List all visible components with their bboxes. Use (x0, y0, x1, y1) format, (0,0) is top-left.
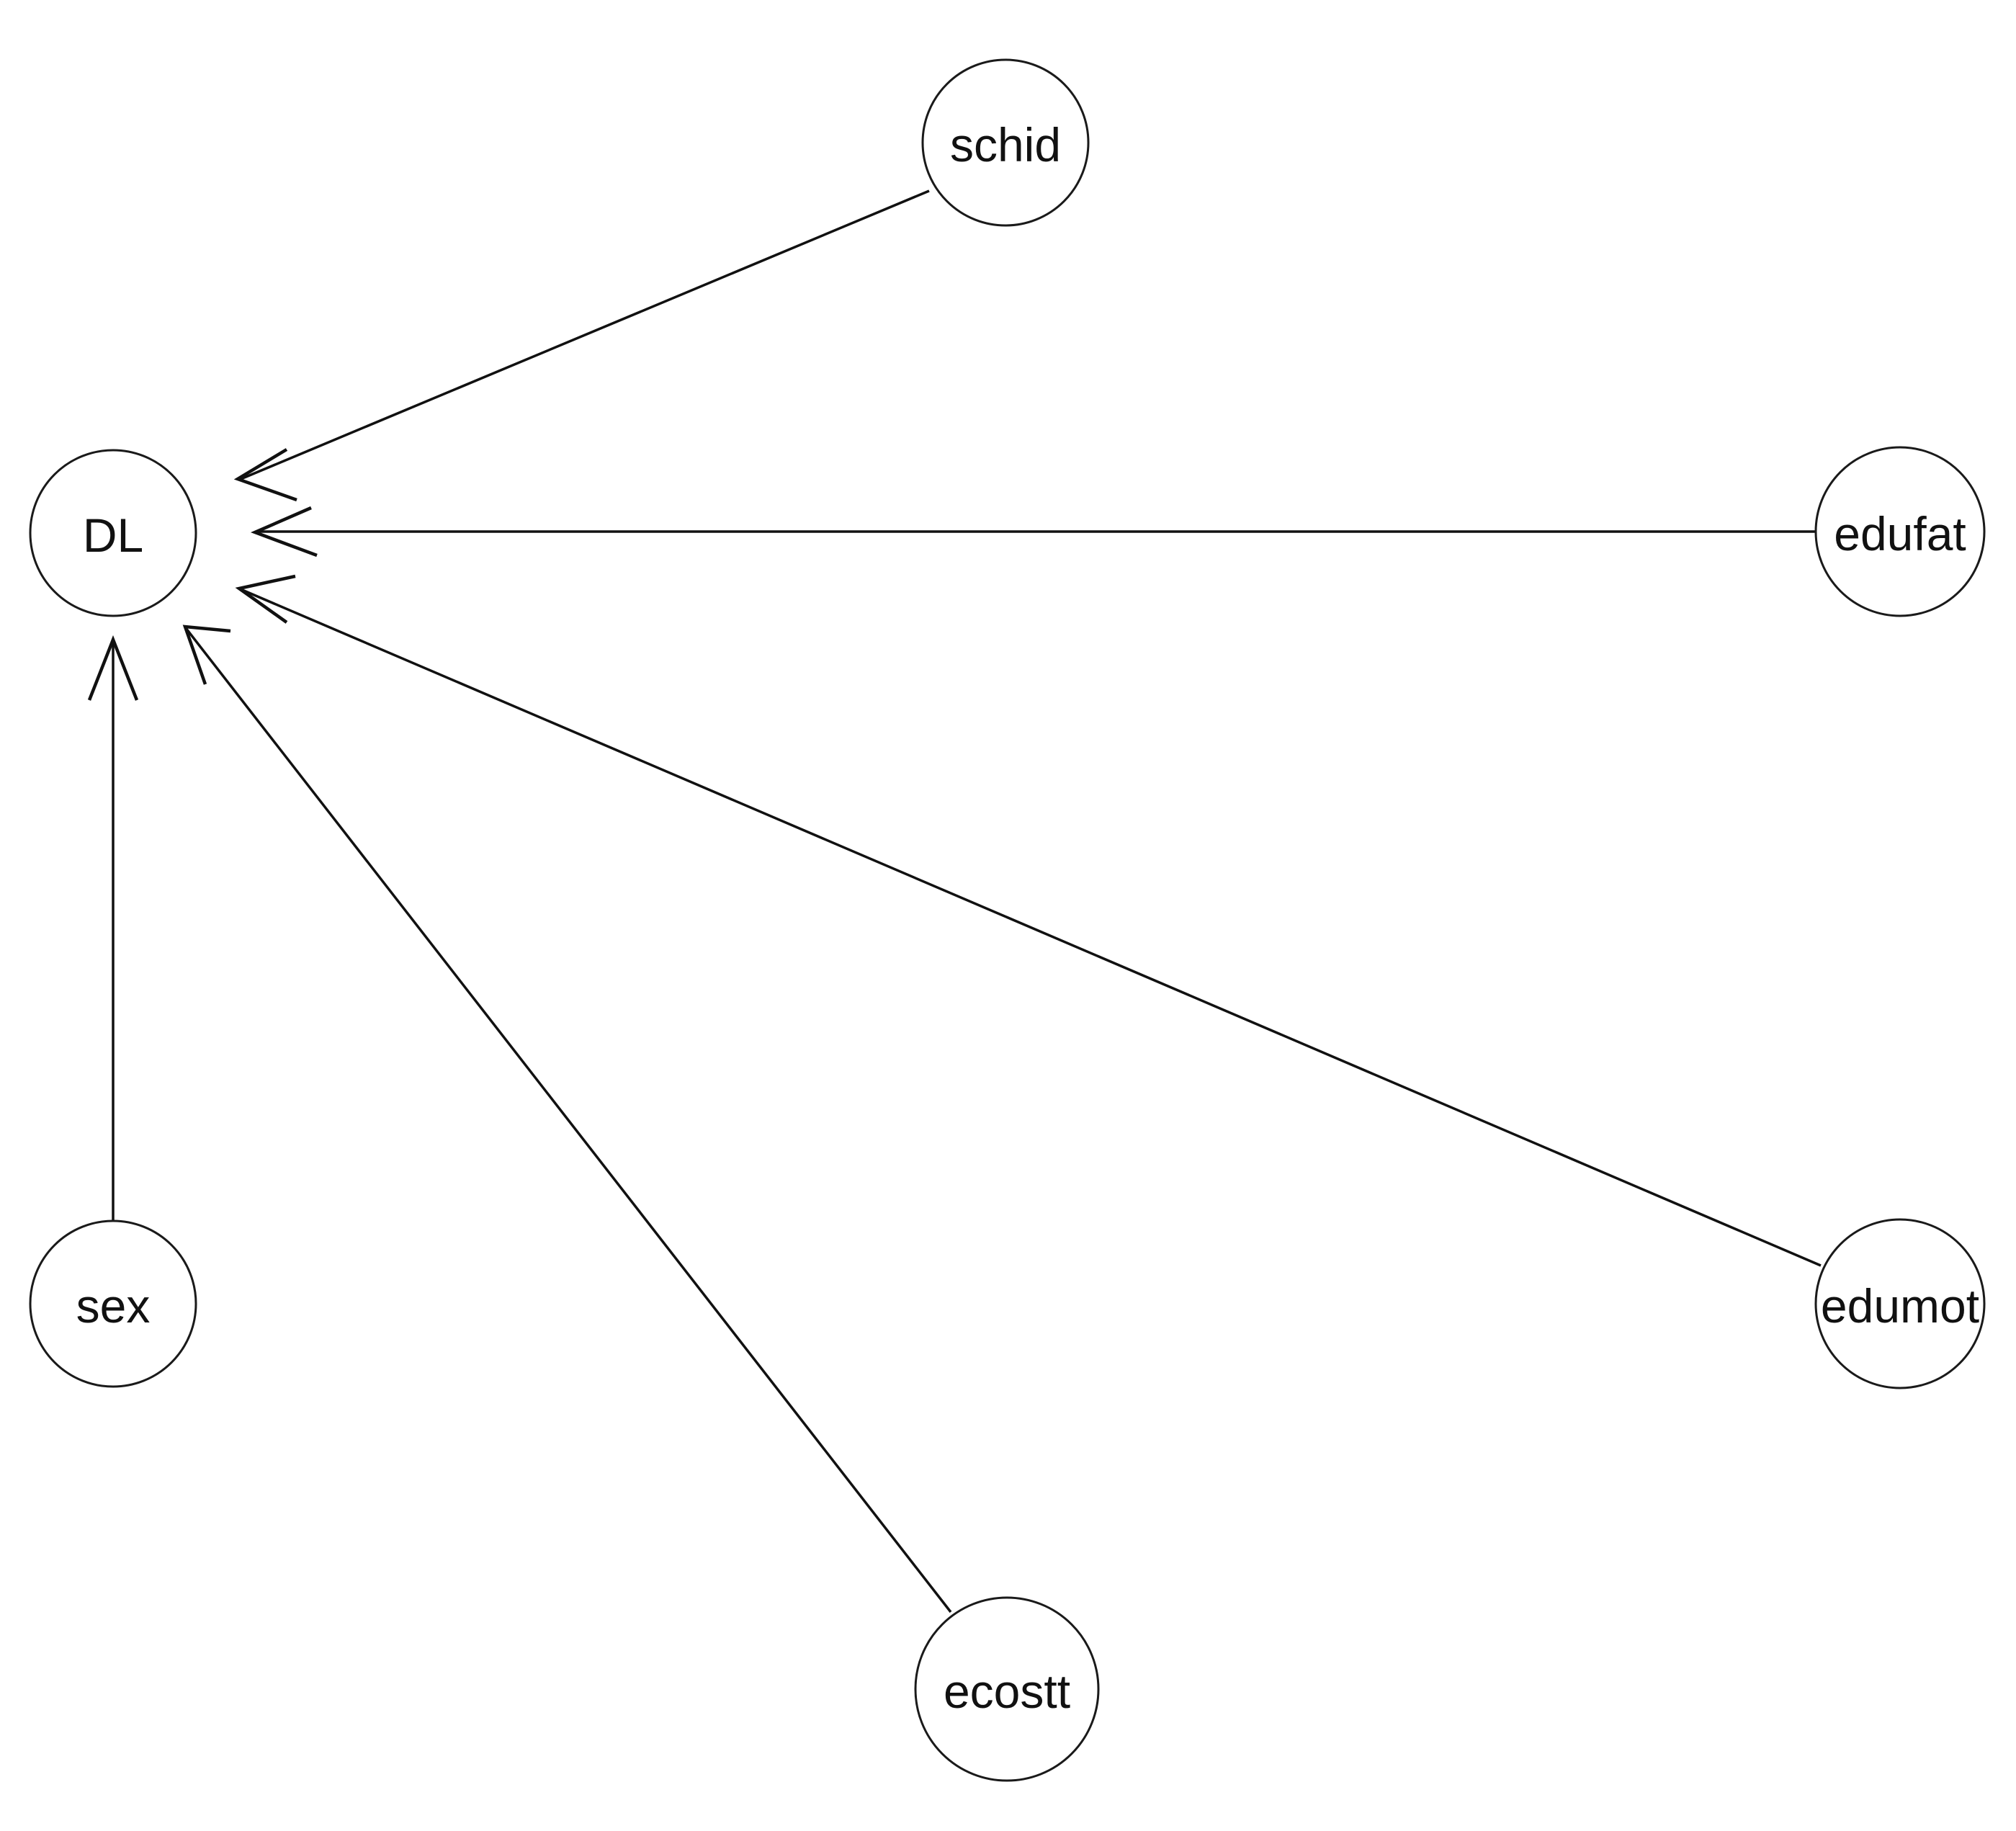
node-sex-label: sex (76, 1279, 151, 1333)
node-ecostt-label: ecostt (944, 1665, 1070, 1718)
edges-layer (112, 189, 1822, 1613)
node-sex-circle[interactable] (29, 1219, 197, 1388)
node-ecostt[interactable]: ecostt (914, 1596, 1100, 1782)
node-edumot-label: edumot (1821, 1279, 1979, 1333)
arrowhead-ecostt-to-dl (182, 624, 231, 685)
node-edufat[interactable]: edufat (1814, 446, 1986, 617)
node-dl-circle[interactable] (29, 449, 197, 617)
arrowheads-layer (87, 448, 318, 701)
node-edufat-label: edufat (1834, 507, 1966, 560)
node-edumot-circle[interactable] (1814, 1218, 1986, 1389)
node-schid[interactable]: schid (921, 58, 1090, 227)
node-dl[interactable]: DL (29, 449, 197, 617)
arrowhead-schid-to-dl (233, 448, 297, 502)
node-sex[interactable]: sex (29, 1219, 197, 1388)
node-schid-label: schid (950, 118, 1061, 171)
nodes-layer: DL schid edufat edumot sex ecostt (29, 58, 1986, 1782)
arrowhead-edumot-to-dl (235, 574, 296, 624)
node-dl-label: DL (83, 509, 143, 562)
arrowhead-sex-to-dl (87, 635, 139, 701)
node-edufat-circle[interactable] (1814, 446, 1986, 617)
node-ecostt-circle[interactable] (914, 1596, 1100, 1782)
edge-ecostt-to-dl[interactable] (184, 627, 952, 1613)
edge-schid-to-dl[interactable] (238, 189, 930, 481)
node-edumot[interactable]: edumot (1814, 1218, 1986, 1389)
arrowhead-edufat-to-dl (250, 506, 318, 558)
node-schid-circle[interactable] (921, 58, 1090, 227)
edge-edumot-to-dl[interactable] (240, 588, 1822, 1267)
